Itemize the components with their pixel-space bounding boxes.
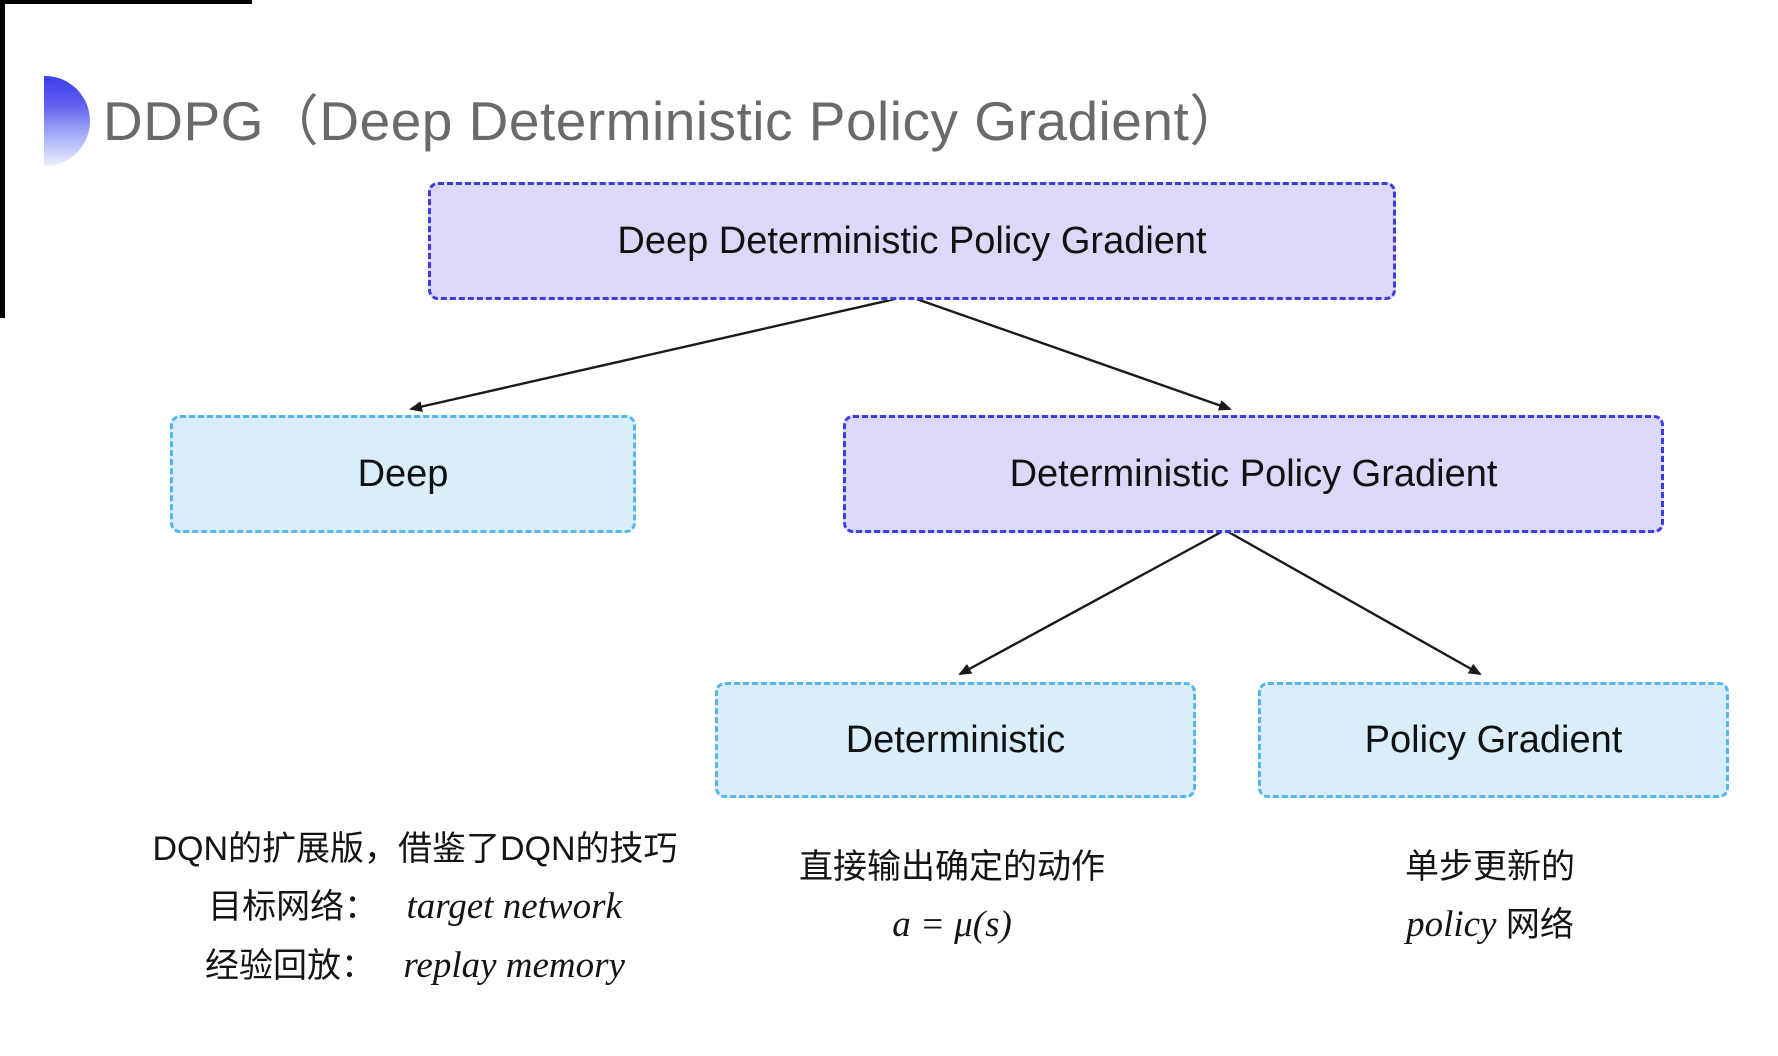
note-policy-gradient-line2: policy 网络	[1310, 906, 1670, 943]
note-deep-line1: DQN的扩展版，借鉴了DQN的技巧	[152, 830, 678, 868]
node-deterministic-label: Deterministic	[845, 718, 1066, 761]
note-deep-line3-value: replay memory	[403, 945, 625, 986]
note-policy-gradient-line2-italic: policy	[1406, 904, 1497, 945]
arrow-dpg-to-deterministic	[958, 528, 1226, 676]
note-deep: DQN的扩展版，借鉴了DQN的技巧 目标网络： target network 经…	[80, 832, 750, 1006]
bullet-semicircle-icon	[44, 76, 90, 166]
note-deep-line2: 目标网络： target network	[80, 888, 750, 925]
frame-edge-top	[0, 0, 252, 4]
note-deep-line2-value: target network	[406, 886, 622, 927]
node-deep: Deep	[170, 415, 636, 533]
note-deep-line3: 经验回放： replay memory	[80, 947, 750, 984]
note-policy-gradient-line1: 单步更新的	[1405, 848, 1575, 886]
note-deterministic: 直接输出确定的动作 a = μ(s)	[772, 850, 1132, 965]
node-policy-gradient-label: Policy Gradient	[1364, 718, 1623, 761]
node-deterministic: Deterministic	[715, 682, 1196, 798]
arrow-dpg-to-policy-gradient	[1224, 528, 1482, 676]
note-policy-gradient-line2-suffix: 网络	[1505, 906, 1574, 944]
node-dpg-label: Deterministic Policy Gradient	[1009, 452, 1498, 495]
node-root-label: Deep Deterministic Policy Gradient	[617, 219, 1207, 262]
arrow-root-to-dpg	[907, 294, 1232, 411]
node-deep-label: Deep	[357, 452, 449, 495]
node-policy-gradient: Policy Gradient	[1258, 682, 1729, 798]
note-deep-line3-label: 经验回放：	[205, 947, 376, 985]
note-deep-line2-label: 目标网络：	[208, 888, 379, 926]
frame-edge-left	[0, 0, 5, 318]
node-deterministic-policy-gradient: Deterministic Policy Gradient	[843, 415, 1664, 533]
arrow-root-to-deep	[409, 294, 909, 412]
page-title: DDPG（Deep Deterministic Policy Gradient）	[103, 90, 1245, 152]
node-root: Deep Deterministic Policy Gradient	[428, 182, 1396, 300]
note-policy-gradient: 单步更新的 policy 网络	[1310, 850, 1670, 965]
note-deterministic-line1: 直接输出确定的动作	[799, 848, 1105, 886]
note-deterministic-formula: a = μ(s)	[892, 904, 1012, 945]
